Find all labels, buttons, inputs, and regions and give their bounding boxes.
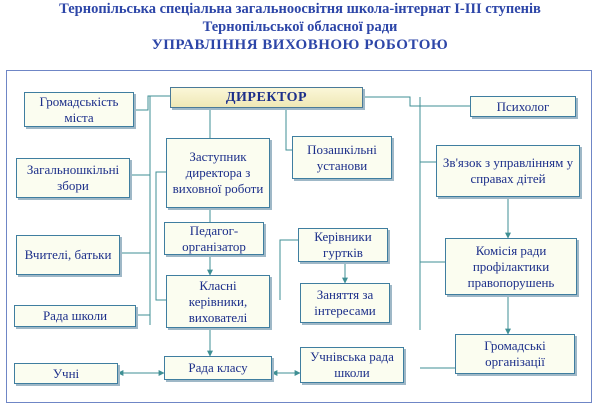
club-leaders-box: Керівники гуртків	[298, 228, 388, 262]
line-director-extracurricular	[285, 108, 292, 151]
community-box: Громадськість міста	[24, 92, 134, 127]
diagram-frame	[6, 70, 592, 403]
school-council-line: Тернопільської обласної ради	[202, 19, 398, 35]
director-box: ДИРЕКТОР	[170, 87, 363, 108]
offense-commission-box: Комісія ради профілактики правопорушень	[445, 238, 577, 295]
department-link-box: Зв'язок з управлінням у справах дітей	[436, 145, 580, 197]
student-council-box: Учнівська рада школи	[300, 347, 404, 383]
students-box: Учні	[14, 363, 118, 384]
public-orgs-box: Громадські організації	[455, 334, 575, 374]
header: Тернопільська спеціальна загальноосвітня…	[0, 0, 600, 54]
line-class-club	[279, 239, 298, 300]
interest-classes-box: Заняття за інтересами	[300, 283, 390, 323]
class-teachers-box: Класні керівники, вихователі	[166, 275, 270, 328]
school-name-line: Тернопільська спеціальна загальноосвітня…	[59, 1, 541, 17]
line-director-psychologist	[363, 96, 470, 107]
extracurricular-box: Позашкільні установи	[292, 136, 392, 179]
diagram-title: УПРАВЛІННЯ ВИХОВНОЮ РОБОТОЮ	[151, 37, 449, 53]
school-council-box: Рада школи	[14, 305, 136, 327]
line-director-community	[134, 95, 170, 111]
deputy-director-box: Заступник директора з виховної роботи	[166, 138, 270, 208]
general-meetings-box: Загальношкільні збори	[16, 158, 130, 198]
line-deputy-class	[155, 171, 166, 301]
class-council-box: Рада класу	[164, 356, 272, 380]
pedagogue-organizer-box: Педагог-організатор	[164, 222, 264, 255]
psychologist-box: Психолог	[470, 96, 576, 117]
teachers-parents-box: Вчителі, батьки	[16, 235, 120, 275]
